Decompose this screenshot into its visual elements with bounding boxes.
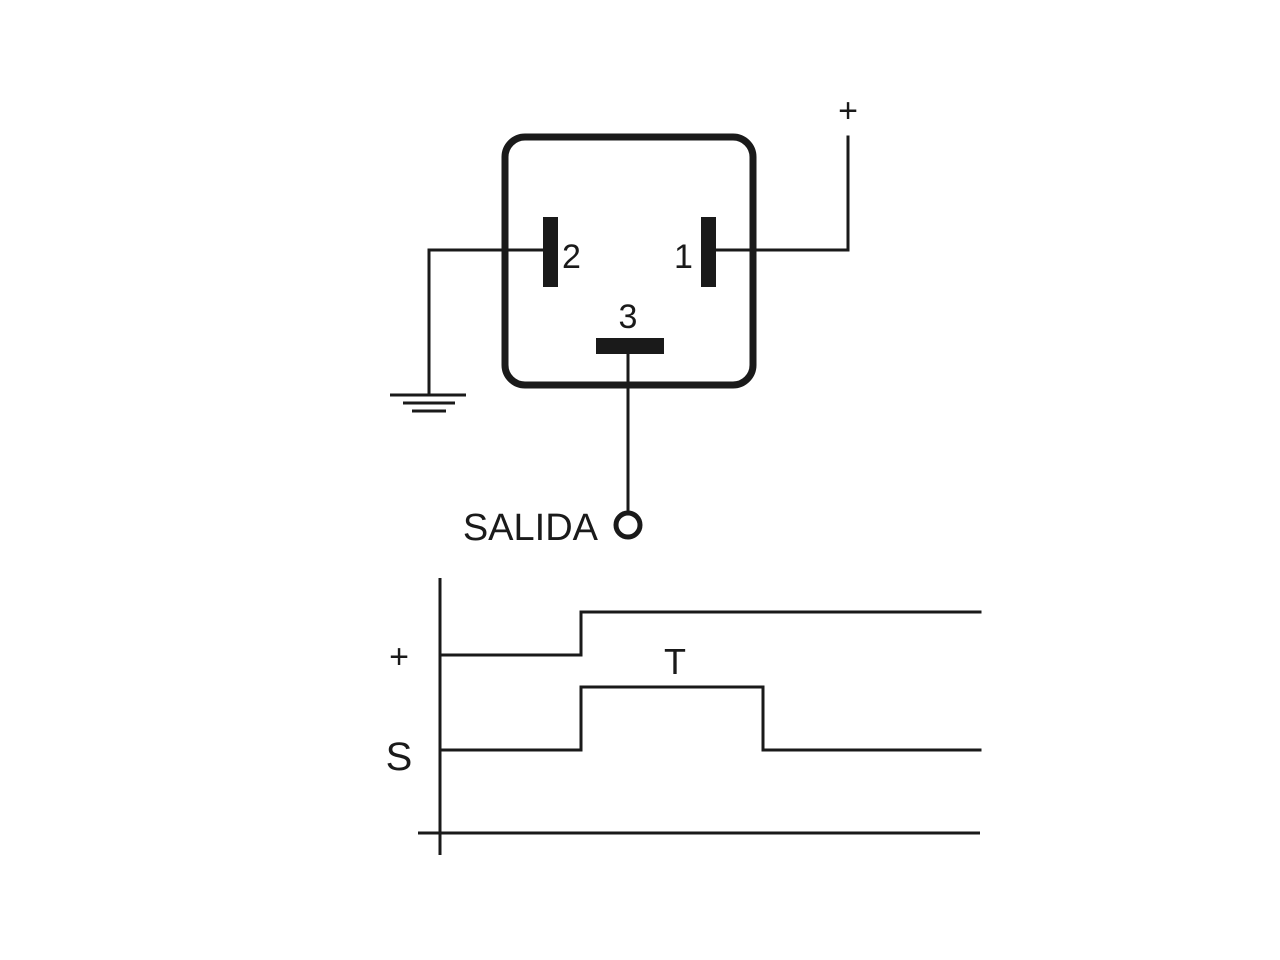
pin-2-terminal bbox=[543, 217, 558, 287]
supply-waveform bbox=[438, 610, 982, 657]
pin-3-terminal bbox=[596, 338, 664, 354]
output-label: SALIDA bbox=[463, 507, 599, 549]
pin-1-label: 1 bbox=[674, 238, 693, 276]
pulse-duration-label: T bbox=[664, 641, 686, 682]
ground-icon bbox=[390, 393, 466, 413]
pin-1-terminal bbox=[701, 217, 716, 287]
supply-row-label: + bbox=[389, 638, 409, 676]
supply-label: + bbox=[838, 92, 858, 130]
pin-3-label: 3 bbox=[619, 298, 638, 336]
output-row-label: S bbox=[386, 735, 413, 779]
output-waveform bbox=[438, 685, 982, 752]
supply-wire bbox=[714, 135, 850, 252]
pin-2-label: 2 bbox=[562, 238, 581, 276]
relay-schematic: 2 1 3 + SALIDA bbox=[390, 92, 858, 549]
ground-wire bbox=[427, 248, 545, 397]
timing-diagram: + S T bbox=[386, 578, 982, 855]
terminal-circle-icon bbox=[613, 510, 643, 540]
